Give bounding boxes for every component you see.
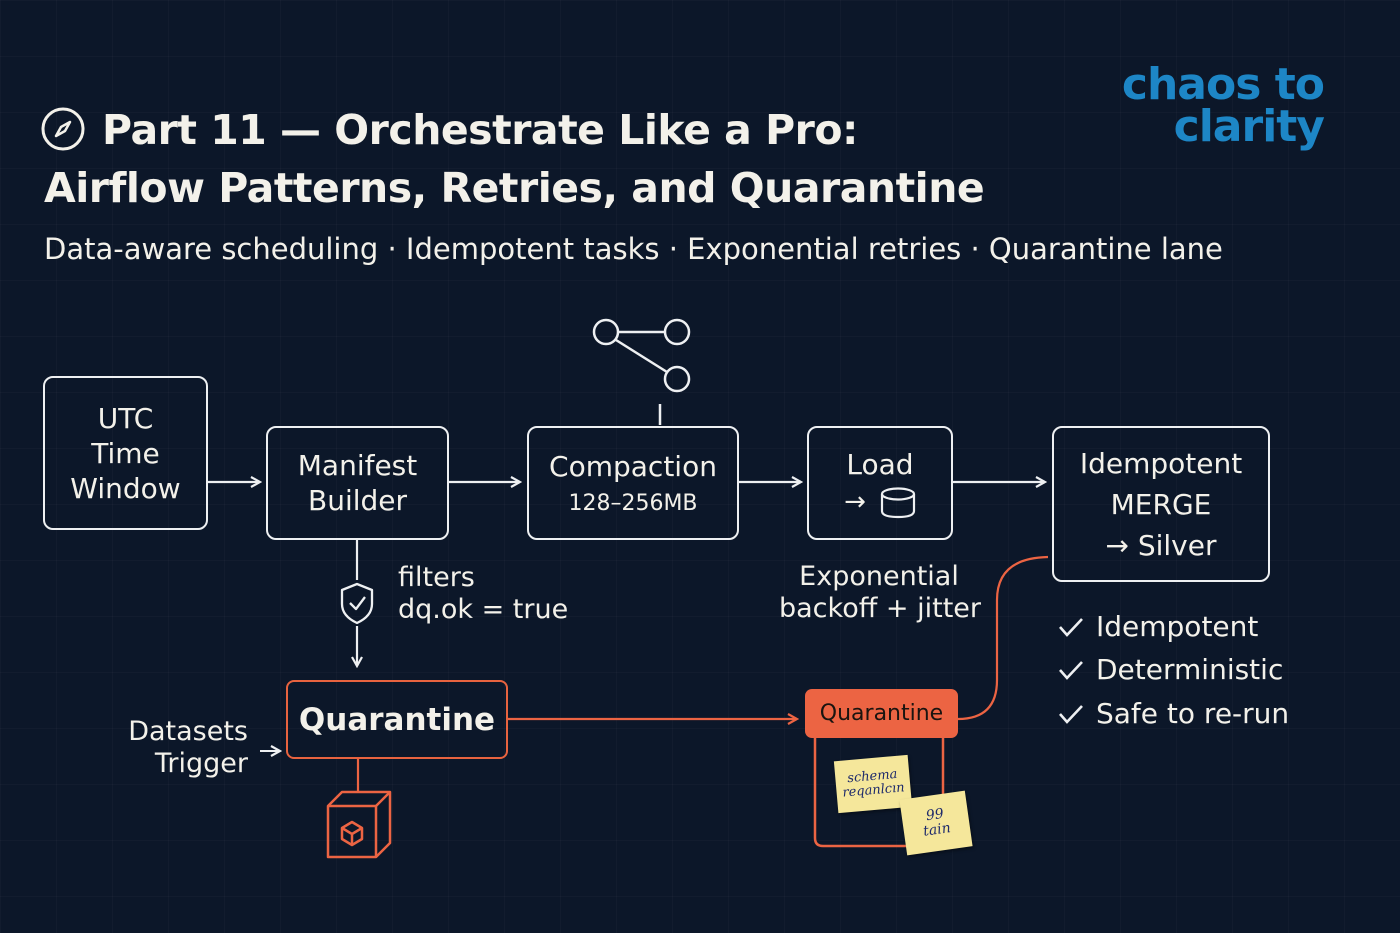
filters-label: filters dq.ok = true xyxy=(398,562,568,627)
datasets-trigger-label: Datasets Trigger xyxy=(110,716,248,781)
node-load-name: Load xyxy=(846,448,914,482)
node-manifest-line-2: Builder xyxy=(307,484,408,517)
checklist-item-safe-rerun: Safe to re-run xyxy=(1058,697,1289,730)
backoff-line-2: backoff + jitter xyxy=(779,593,981,625)
title-line-2: Airflow Patterns, Retries, and Quarantin… xyxy=(44,164,985,212)
node-manifest-line-1: Manifest xyxy=(297,449,418,482)
node-utc-time-window: UTC Time Window xyxy=(43,376,208,530)
node-merge-line-2: MERGE xyxy=(1110,487,1212,521)
sticky-note-dq-line-2: tain xyxy=(922,820,952,840)
checkmark-icon xyxy=(1059,617,1083,637)
sticky-note-dq: 99 tain xyxy=(899,790,973,856)
compass-icon xyxy=(40,106,86,152)
filters-line-2: dq.ok = true xyxy=(398,594,569,626)
checklist-label: Safe to re-run xyxy=(1096,697,1290,730)
brand-logo: chaos to clarity xyxy=(1121,59,1325,152)
shield-check-icon xyxy=(340,582,374,625)
database-icon xyxy=(880,486,915,518)
backoff-label: Exponential backoff + jitter xyxy=(779,561,981,626)
node-manifest-builder: Manifest Builder xyxy=(266,426,449,540)
datasets-line-2: Trigger xyxy=(154,748,248,780)
node-quarantine: Quarantine xyxy=(286,680,508,759)
node-compaction-name: Compaction xyxy=(549,449,717,483)
checklist-label: Idempotent xyxy=(1096,610,1259,643)
sticky-note-schema-line-2: reqanlcın xyxy=(841,780,906,801)
node-utc-line-3: Window xyxy=(70,471,181,505)
brand-line-2: clarity xyxy=(1173,100,1325,152)
package-cube-icon xyxy=(326,790,392,859)
title-line-1: Part 11 — Orchestrate Like a Pro: xyxy=(102,106,858,154)
node-merge-line-1: Idempotent xyxy=(1079,446,1243,480)
backoff-line-1: Exponential xyxy=(799,561,959,592)
quarantine-tag: Quarantine xyxy=(805,689,958,738)
checkmark-icon xyxy=(1059,704,1083,724)
node-load: Load → xyxy=(807,426,953,540)
checklist-item-deterministic: Deterministic xyxy=(1058,653,1283,686)
checklist-item-idempotent: Idempotent xyxy=(1058,610,1258,643)
checklist-label: Deterministic xyxy=(1096,653,1284,686)
datasets-line-1: Datasets xyxy=(128,716,248,747)
subtitle: Data-aware scheduling · Idempotent tasks… xyxy=(44,232,1223,266)
dag-graph-icon xyxy=(592,318,691,425)
node-utc-line-1: UTC xyxy=(97,401,154,435)
node-merge-line-3: → Silver xyxy=(1105,528,1217,562)
node-utc-line-2: Time xyxy=(91,436,160,470)
connector-tag-to-merge xyxy=(957,555,1049,721)
node-compaction-size: 128–256MB xyxy=(568,490,698,516)
filters-line-1: filters xyxy=(398,562,475,593)
arrow-right-icon: → xyxy=(844,487,866,518)
checkmark-icon xyxy=(1059,660,1083,680)
node-compaction: Compaction 128–256MB xyxy=(527,426,739,540)
brand-line-1: chaos to xyxy=(1121,59,1325,110)
node-idempotent-merge: Idempotent MERGE → Silver xyxy=(1052,426,1270,582)
